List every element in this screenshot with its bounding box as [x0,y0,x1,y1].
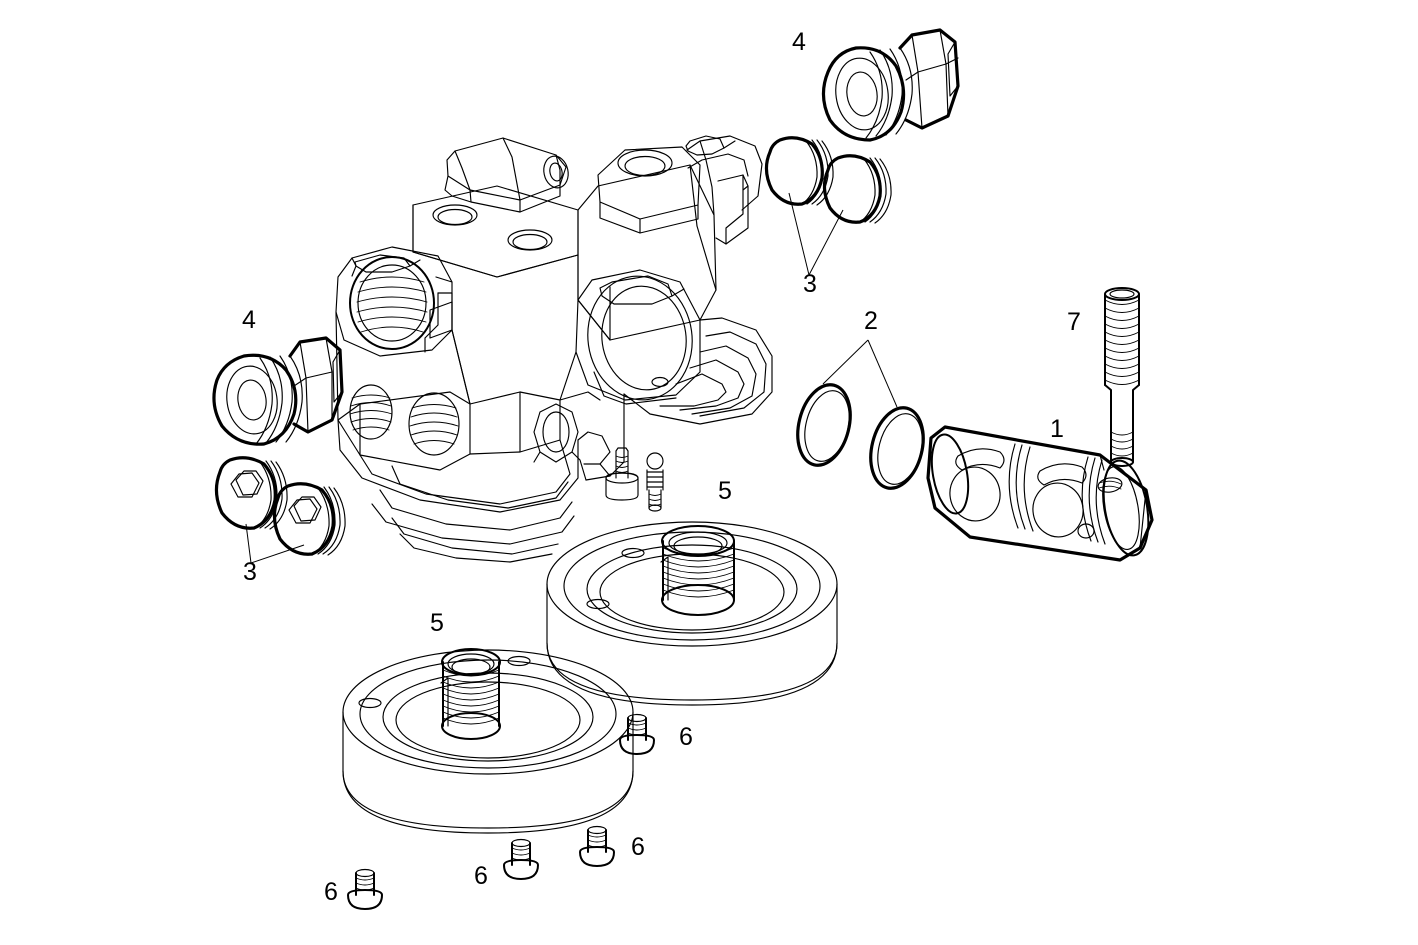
housing-top-cylinder-boss [444,137,569,213]
callout-7: 7 [1067,308,1081,336]
housing-left-lower-face [335,311,471,471]
callout-6b: 6 [631,833,645,861]
callout-6c: 6 [474,862,488,890]
relief-valve-hardware [605,447,664,512]
housing-mid-face-details [429,301,601,455]
housing-right-barrel-port [575,269,701,405]
part-6-cap-screw-c [503,838,539,880]
housing-right-flange-stack [623,317,773,425]
housing-left-port-boss [335,246,453,357]
part-1-valve-spool [926,425,1154,562]
callout-2: 2 [864,307,878,335]
callout-4b: 4 [242,306,256,334]
callout-6a: 6 [679,723,693,751]
filter-head-housing [335,135,773,563]
part-6-cap-screw-d [347,868,383,910]
part-3-hex-plugs-upper [764,136,892,224]
part-5-filter-bowl-lower [342,648,634,834]
part-6-cap-screw-a [619,713,655,755]
housing-left-flange-skirt [337,419,579,563]
callout-labels: 1 2 3 3 4 4 5 5 6 6 6 6 7 [242,28,1081,906]
housing-top-right-bracket [685,135,763,245]
leader-2 [822,339,898,408]
leader-3-lower [245,523,305,564]
part-3-hex-plugs-lower [214,456,346,556]
leader-3-upper [788,192,844,276]
part-4-hex-union-lower [212,336,344,446]
housing-right-boss [597,146,701,234]
housing-side-lug [533,403,587,481]
housing-upper-deck [412,185,579,278]
housing-main-block [577,164,717,341]
part-2-o-rings [796,383,925,490]
callout-5a: 5 [718,477,732,505]
callout-1: 1 [1050,415,1064,443]
housing-center-web [559,351,625,481]
part-7-threaded-stud [1104,287,1140,467]
part-5-filter-bowl-upper [546,521,838,706]
callout-3a: 3 [803,270,817,298]
part-6-cap-screw-b [579,825,615,867]
callout-4a: 4 [792,28,806,56]
callout-5b: 5 [430,609,444,637]
callout-3b: 3 [243,558,257,586]
callout-6d: 6 [324,878,338,906]
part-4-hex-union-upper [821,28,960,142]
